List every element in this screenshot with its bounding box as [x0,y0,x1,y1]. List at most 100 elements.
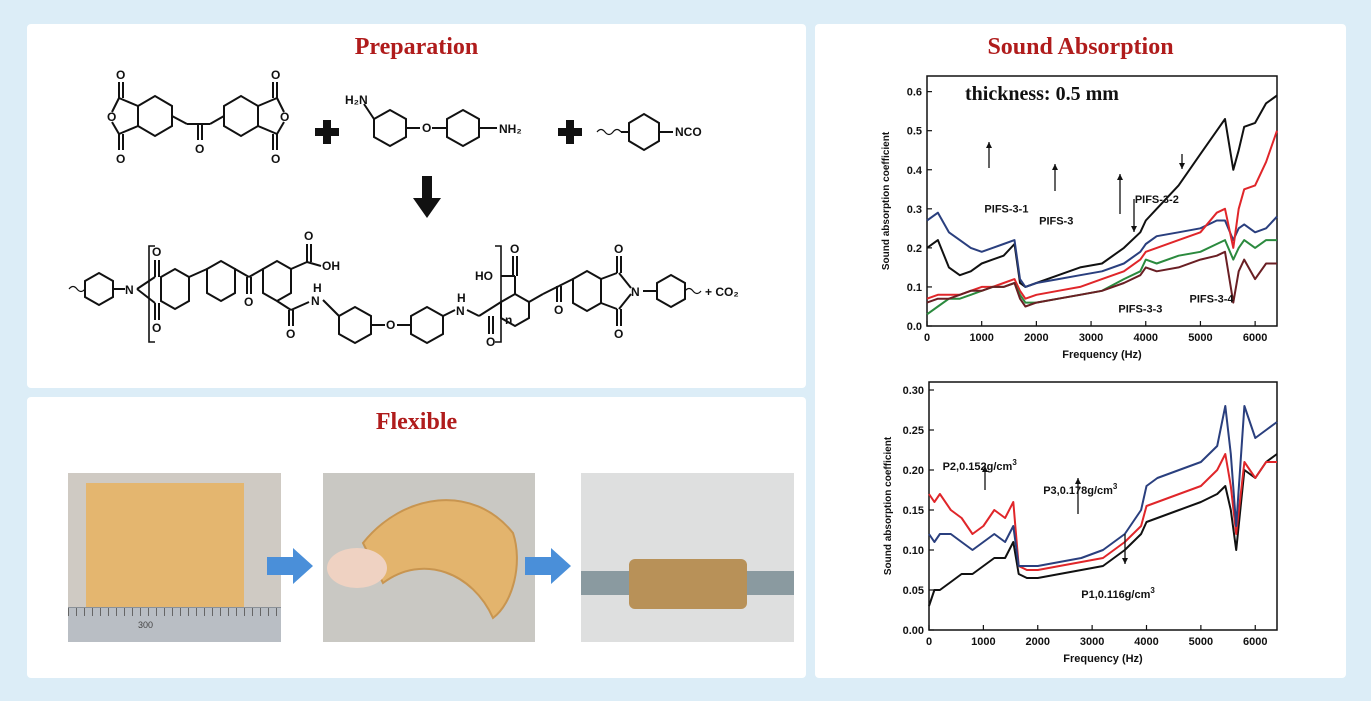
x-tick-label: 6000 [1243,636,1267,648]
x-tick-label: 1000 [971,636,995,648]
y-tick-label: 0.6 [907,87,922,99]
annotation-arrowhead [1052,164,1058,170]
sound-absorption-title: Sound Absorption [987,34,1174,60]
plot-frame [928,381,1278,631]
series-label-text: P1,0.116g/cm [1081,589,1150,601]
reaction-arrow-icon [413,176,441,218]
series-label-superscript: 3 [1150,586,1155,595]
y-tick-label: 0.20 [903,465,924,477]
annotation-arrowhead [1131,226,1137,232]
atom-label: O [244,295,253,309]
y-tick-label: 0.10 [903,545,924,557]
series-line-4 [926,250,1277,308]
y-tick-label: 0.3 [907,204,922,216]
y-tick-label: 0.5 [907,126,922,138]
annotation-arrowhead [986,142,992,148]
x-tick-label: 6000 [1243,332,1267,344]
y-tick-label: 0.30 [903,385,924,397]
series-line-2 [926,130,1278,300]
y-tick-label: 0.25 [903,425,924,437]
series-label-text: P2,0.152g/cm [943,461,1013,473]
bent-film-photo [323,473,535,642]
series-label-superscript: 3 [1113,482,1118,491]
plus-icon [315,120,582,144]
series-line-1 [926,211,1278,288]
x-tick-label: 5000 [1189,636,1213,648]
flexible-panel: Flexible 300 [27,397,806,678]
y-axis-label: Sound absorption coefficient [881,131,892,270]
x-tick-label: 0 [924,332,930,344]
atom-label: O [486,335,495,349]
arrow-right-icon [267,548,313,584]
y-tick-label: 0.0 [907,321,922,333]
x-axis-label: Frequency (Hz) [1063,653,1143,665]
atom-label: O [386,318,395,332]
ruler-label: 300 [138,620,154,630]
series-label-text: PIFS-3-4 [1190,294,1235,306]
x-tick-label: 3000 [1080,636,1104,648]
thickness-annotation: thickness: 0.5 mm [965,83,1119,105]
atom-label: O [510,242,519,256]
preparation-panel: Preparation [27,24,806,388]
atom-label: O [116,68,125,82]
atom-label: H [457,291,466,305]
atom-label: N [311,294,320,308]
series-label: PIFS-3-4 [1190,294,1235,306]
atom-label: O [554,303,563,317]
plot-frame [926,75,1278,327]
atom-label: H [313,281,322,295]
series-label: P2,0.152g/cm3 [943,458,1018,473]
wrapped-film [629,559,747,609]
y-tick-label: 0.4 [907,165,923,177]
polyimide-structure [68,244,702,345]
annotation-arrowhead [1122,558,1128,564]
x-tick-label: 4000 [1134,332,1158,344]
atom-label: OH [322,259,340,273]
annotation-arrowhead [1117,174,1123,180]
wrapped-film-photo [581,473,794,642]
atom-label: N [631,285,640,299]
atom-label: O [152,245,161,259]
x-tick-label: 4000 [1134,636,1158,648]
x-tick-label: 2000 [1026,636,1050,648]
atom-label: O [195,142,204,156]
ruler-ticks [68,608,281,616]
x-tick-label: 1000 [969,332,993,344]
atom-label: O [152,321,161,335]
series-line-2 [928,405,1278,567]
flat-film-photo: 300 [68,473,281,642]
x-axis-label: Frequency (Hz) [1062,349,1142,361]
sound-absorption-panel: Sound Absorption 0 1000 2000 3000 4000 5000 60… [815,24,1346,678]
x-tick-label: 2000 [1024,332,1048,344]
y-tick-label: 0.15 [903,505,924,517]
y-tick-label: 0.05 [903,585,924,597]
annotation-arrowhead [1179,163,1185,169]
series-label: P3,0.178g/cm3 [1043,482,1118,497]
reaction-scheme: O O O O O O O H₂N O NH₂ NCO N O O O O OH… [68,68,739,349]
series-label: PIFS-3-1 [984,204,1028,216]
flexible-title: Flexible [375,409,458,435]
polymer-repeat-n: n [505,313,512,327]
series-label-superscript: 3 [1012,458,1017,467]
series-label-text: PIFS-3-3 [1118,303,1162,315]
atom-label: O [107,110,116,124]
x-tick-label: 0 [926,636,932,648]
x-tick-label: 3000 [1079,332,1103,344]
series-line-1 [928,453,1277,571]
atom-label: O [271,152,280,166]
annotation-arrowhead [1075,478,1081,484]
y-axis-label: Sound absorption coefficient [883,436,894,575]
x-tick-label: 5000 [1188,332,1212,344]
atom-label: O [116,152,125,166]
film-sheet [86,483,244,607]
diamine-structure [363,103,497,148]
series-label: PIFS-3 [1039,215,1073,227]
dianhydride-structure [111,82,285,150]
atom-label: NH₂ [499,122,522,136]
y-tick-label: 0.00 [903,625,924,637]
arrow-right-icon [525,548,571,584]
atom-label: NCO [675,125,702,139]
series-label: P1,0.116g/cm3 [1081,586,1155,601]
series-label-text: PIFS-3-2 [1135,194,1179,206]
